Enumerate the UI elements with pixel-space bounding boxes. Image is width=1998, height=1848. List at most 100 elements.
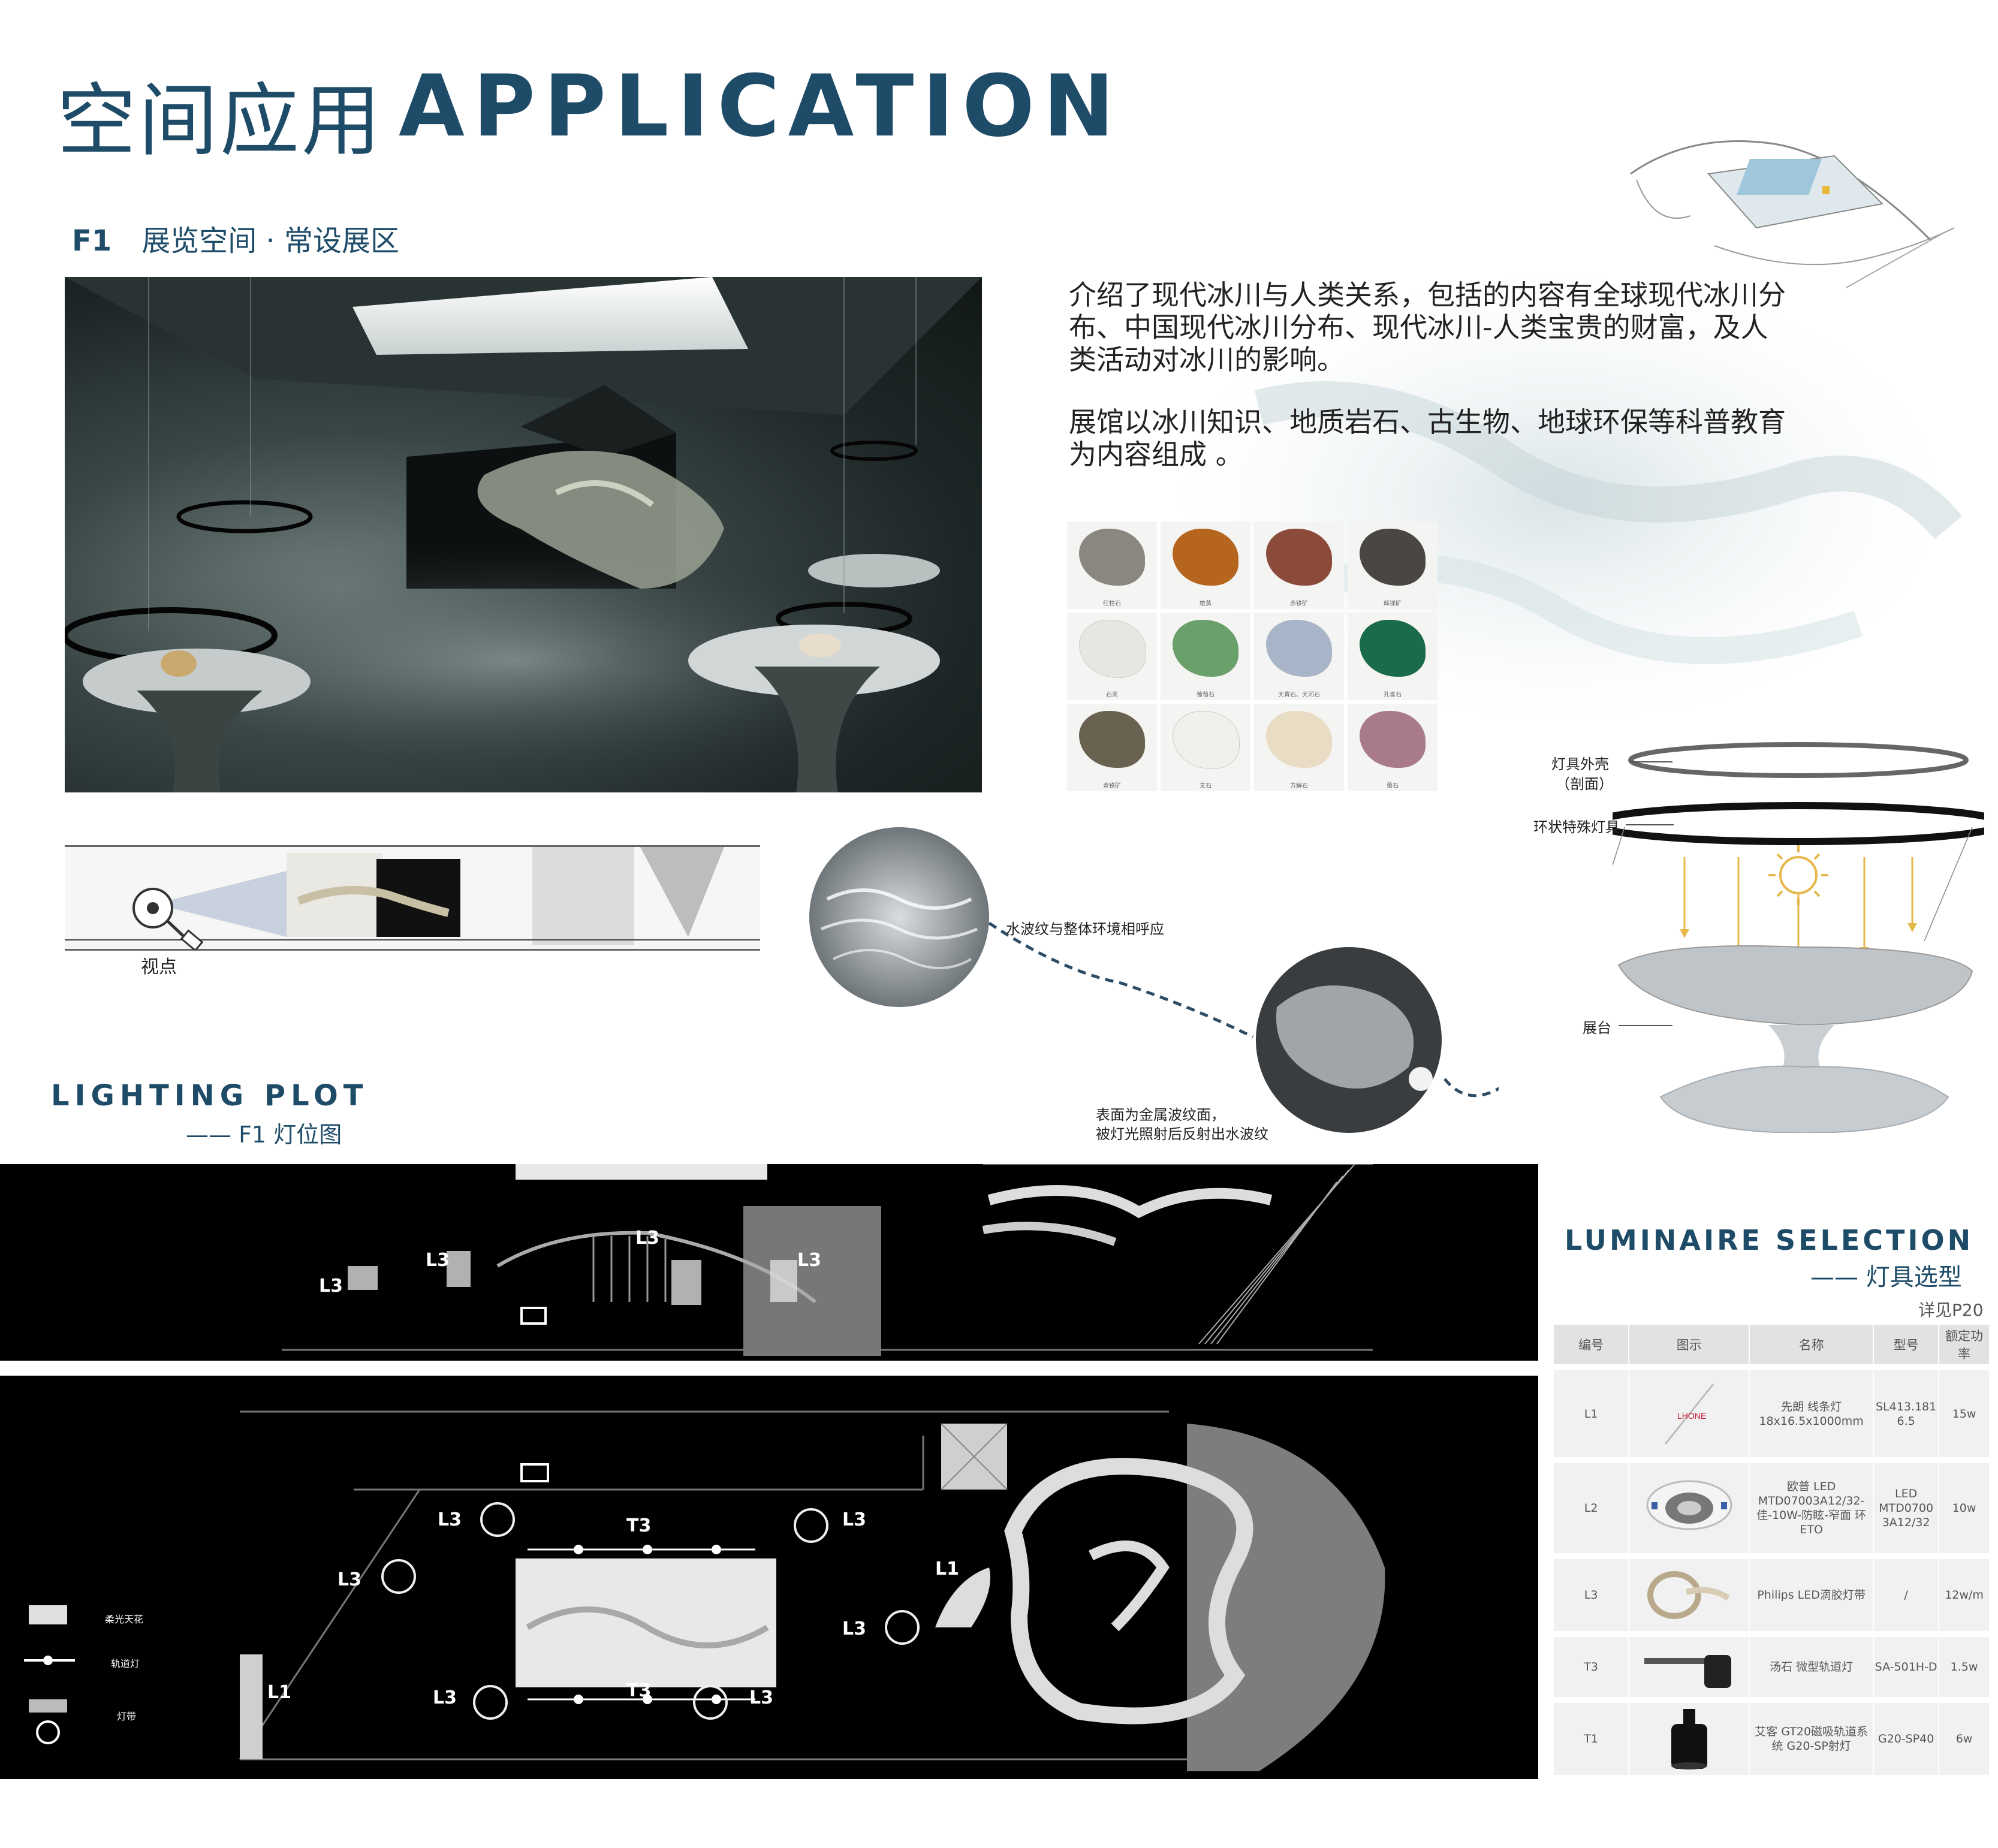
section-name: 展览空间 · 常设展区 bbox=[141, 224, 399, 258]
elevation-art bbox=[282, 1163, 1373, 1356]
mineral-caption: 文石 bbox=[1200, 783, 1212, 789]
mineral-tile: 石英 bbox=[1067, 613, 1157, 700]
cell-code: L2 bbox=[1554, 1457, 1630, 1556]
plan-label-l3: L3 bbox=[433, 1687, 457, 1708]
mineral-tile: 方解石 bbox=[1254, 704, 1344, 791]
ripple-details bbox=[809, 827, 1499, 1133]
mineral-swatch bbox=[1173, 529, 1238, 586]
cell-power: 15w bbox=[1939, 1364, 1990, 1460]
table-row: L1 LHONE 先朗 线条灯 18x16.5x1000mm SL413.181… bbox=[1554, 1364, 1990, 1460]
luminaire-table: 编号 图示 名称 型号 额定功率 L1 LHONE 先朗 线条灯 18x16.5… bbox=[1554, 1325, 1990, 1775]
page-title-cn: 空间应用 bbox=[57, 75, 383, 167]
mineral-tile: 萤石 bbox=[1348, 704, 1438, 791]
section-strip-art bbox=[65, 847, 760, 945]
plan-label-l3: L3 bbox=[842, 1618, 866, 1639]
legend-ring-swatch bbox=[36, 1720, 60, 1744]
label-ring: 环状特殊灯具 bbox=[1533, 819, 1620, 836]
mineral-swatch bbox=[1266, 620, 1332, 677]
plan-label-t3: T3 bbox=[626, 1515, 652, 1536]
cell-code: T3 bbox=[1554, 1631, 1630, 1700]
elevation-label-l3: L3 bbox=[797, 1250, 821, 1271]
mineral-swatch bbox=[1360, 529, 1426, 586]
cell-code: L1 bbox=[1554, 1364, 1630, 1460]
cell-image: LHONE bbox=[1629, 1364, 1750, 1460]
led-strip-icon bbox=[1647, 1571, 1730, 1619]
viewpoint-label: 视点 bbox=[141, 957, 177, 978]
leader-shell bbox=[1631, 761, 1672, 762]
mineral-swatch bbox=[1266, 711, 1332, 768]
downlight-icon bbox=[1646, 1480, 1732, 1530]
mineral-swatch bbox=[1079, 529, 1145, 586]
section-strip bbox=[65, 845, 760, 951]
mineral-tile: 孔雀石 bbox=[1348, 613, 1438, 700]
label-platform: 展台 bbox=[1583, 1020, 1611, 1036]
label-shell: 灯具外壳 bbox=[1551, 756, 1609, 773]
cell-code: T1 bbox=[1554, 1697, 1630, 1775]
cell-model: SL413.181 6.5 bbox=[1873, 1364, 1940, 1460]
cell-power: 12w/m bbox=[1939, 1553, 1990, 1634]
mineral-tile: 文石 bbox=[1161, 704, 1250, 791]
mineral-caption: 葡萄石 bbox=[1197, 692, 1215, 698]
table-row: T1 艾客 GT20磁吸轨道系统 G20-SP射灯 G20-SP40 6w bbox=[1554, 1697, 1990, 1775]
mineral-swatch bbox=[1079, 620, 1146, 678]
mineral-caption: 赤铁矿 bbox=[1290, 601, 1308, 607]
ripple-label: 水波纹与整体环境相呼应 bbox=[1006, 921, 1164, 937]
plan-label-t3: T3 bbox=[626, 1680, 652, 1701]
ink-wash-background bbox=[1169, 270, 1963, 725]
mineral-tile: 辉锑矿 bbox=[1348, 521, 1438, 609]
mineral-tile: 赤铁矿 bbox=[1254, 521, 1344, 609]
description-paragraph-2: 展馆以冰川知识、地质岩石、古生物、地球环保等科普教育为内容组成 。 bbox=[1069, 406, 1786, 471]
plan-label-l3: L3 bbox=[749, 1687, 773, 1708]
cell-image bbox=[1629, 1697, 1750, 1775]
cell-code: L3 bbox=[1554, 1553, 1630, 1634]
mineral-swatch bbox=[1173, 711, 1240, 769]
plan-label-l3: L3 bbox=[842, 1509, 866, 1530]
section-code: F1 bbox=[72, 224, 112, 258]
cell-power: 10w bbox=[1939, 1457, 1990, 1556]
cell-image bbox=[1629, 1457, 1750, 1556]
description: 介绍了现代冰川与人类关系，包括的内容有全球现代冰川分布、中国现代冰川分布、现代冰… bbox=[1069, 279, 1788, 501]
plan-label-l3: L3 bbox=[438, 1509, 462, 1530]
track-light-icon bbox=[1644, 1655, 1731, 1688]
mineral-caption: 石英 bbox=[1106, 692, 1118, 698]
label-shell-note: （剖面） bbox=[1556, 776, 1613, 792]
legend-ceiling-swatch bbox=[29, 1605, 67, 1624]
col-name: 名称 bbox=[1749, 1325, 1875, 1367]
cell-name: 汤石 微型轨道灯 bbox=[1749, 1631, 1875, 1700]
cell-name: 欧普 LED MTD07003A12/32-佳-10W-防眩-窄面 环ETO bbox=[1749, 1457, 1875, 1556]
leader-ring bbox=[1626, 824, 1674, 825]
description-paragraph-1: 介绍了现代冰川与人类关系，包括的内容有全球现代冰川分布、中国现代冰川分布、现代冰… bbox=[1069, 279, 1786, 376]
luminaire-title: LUMINAIRE SELECTION bbox=[1565, 1224, 1974, 1256]
plan-label-l1: L1 bbox=[267, 1682, 291, 1703]
metal-label-2: 被灯光照射后反射出水波纹 bbox=[1096, 1126, 1268, 1142]
lighting-plot-title: LIGHTING PLOT bbox=[51, 1079, 369, 1113]
table-row: L3 Philips LED滴胶灯带 / 12w/m bbox=[1554, 1553, 1990, 1634]
page-title-en: APPLICATION bbox=[399, 57, 1123, 156]
axonometric-sketch bbox=[1630, 140, 1955, 288]
svg-text:LHONE: LHONE bbox=[1677, 1411, 1706, 1421]
cell-name: 先朗 线条灯 18x16.5x1000mm bbox=[1749, 1364, 1875, 1460]
spot-light-icon bbox=[1671, 1709, 1707, 1769]
mineral-caption: 方解石 bbox=[1290, 783, 1308, 789]
viewpoint-icon bbox=[132, 888, 204, 950]
mineral-tile: 红柱石 bbox=[1067, 521, 1157, 609]
mineral-tile: 天青石、天河石 bbox=[1254, 613, 1344, 700]
luminaire-note: 详见P20 bbox=[1918, 1300, 1984, 1320]
mineral-caption: 孔雀石 bbox=[1384, 692, 1402, 698]
cell-image bbox=[1629, 1553, 1750, 1634]
section-heading: F1 展览空间 · 常设展区 bbox=[72, 217, 399, 259]
lighting-plot-subtitle: —— F1 灯位图 bbox=[186, 1122, 342, 1148]
col-image: 图示 bbox=[1629, 1325, 1750, 1367]
mineral-grid: 红柱石 雄黄 赤铁矿 辉锑矿 石英 葡萄石 天青石、天河石 孔雀石 黄铁矿 文石… bbox=[1067, 521, 1439, 791]
col-model: 型号 bbox=[1873, 1325, 1940, 1367]
cell-model: G20-SP40 bbox=[1873, 1697, 1940, 1775]
elevation-label-l3: L3 bbox=[426, 1250, 450, 1271]
mineral-tile: 黄铁矿 bbox=[1067, 704, 1157, 791]
plan-art bbox=[24, 1410, 1385, 1771]
projector-icon bbox=[520, 1463, 549, 1482]
legend-strip-label: 灯带 bbox=[117, 1711, 137, 1722]
projector-icon bbox=[520, 1307, 547, 1325]
leader-platform bbox=[1619, 1025, 1672, 1026]
col-code: 编号 bbox=[1554, 1325, 1630, 1367]
plan-label-l1: L1 bbox=[935, 1558, 959, 1579]
